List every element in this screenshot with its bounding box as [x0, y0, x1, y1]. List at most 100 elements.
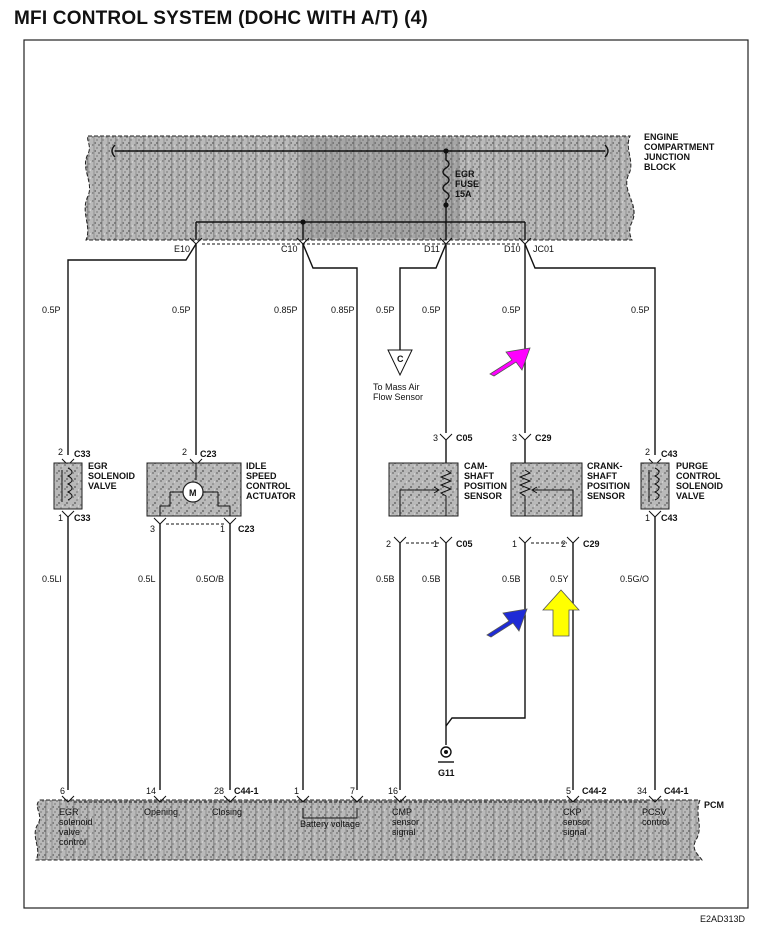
- pcm-signal-ckp-2: sensor: [563, 817, 590, 827]
- pcm-signal-egr-3: valve: [59, 827, 80, 837]
- wire-battery-7: [302, 243, 358, 790]
- jb-label-line-3: JUNCTION: [644, 152, 690, 162]
- pcm-signal-egr-2: solenoid: [59, 817, 93, 827]
- junction-block-shade: [300, 138, 460, 238]
- wire-label-top-1: 0.5P: [42, 305, 61, 315]
- ground-g11: G11: [438, 746, 455, 778]
- isc-pin-right: 1: [220, 524, 225, 534]
- ckp-wiper-arrow: [531, 486, 538, 494]
- egr-pin-top: 2: [58, 447, 63, 457]
- cmp-pin-right: 1: [433, 539, 438, 549]
- wire-label-bottom-2: 0.5L: [138, 574, 156, 584]
- egr-pin-bottom: 1: [58, 513, 63, 523]
- wire-label-bottom-6: 0.5B: [502, 574, 521, 584]
- cmp-label-line-2: SHAFT: [464, 471, 494, 481]
- fuse-junction-dot: [443, 202, 449, 208]
- cmp-label-line-4: SENSOR: [464, 491, 503, 501]
- ckp-chevron-right: [566, 536, 580, 544]
- wire-label-top-7: 0.5P: [502, 305, 521, 315]
- cmp-conn-bottom: C05: [456, 539, 473, 549]
- idle-speed-control-actuator: 2 C23 M 3 1 C23 IDLE SPEED CONTROL ACTUA…: [146, 447, 296, 534]
- diagram-border: [23, 39, 749, 909]
- egr-label-line-2: SOLENOID: [88, 471, 136, 481]
- wire-label-bottom-1: 0.5Ll: [42, 574, 62, 584]
- bottom-wires: 0.5Ll 0.5L 0.5O/B 0.5B 0.5B 0.5B 0.5Y 0.…: [42, 517, 656, 790]
- pcm-chevron-1: [296, 795, 310, 803]
- pcsv-coil-icon: [653, 467, 660, 501]
- ckp-label-line-1: CRANK-: [587, 461, 623, 471]
- pcm-block: PCM 6 14 28 C44-1 1 7 16 5 C44-2 34 C44-…: [34, 786, 724, 861]
- cmp-label-line-1: CAM-: [464, 461, 488, 471]
- pcm-shape: [34, 799, 703, 861]
- egr-conn-top: C33: [74, 449, 91, 459]
- wire-label-top-3: 0.85P: [274, 305, 298, 315]
- pcm-pin-28: 28: [214, 786, 224, 796]
- connector-d10: D10: [504, 244, 521, 254]
- pcm-conn-c44-1-right: C44-1: [664, 786, 689, 796]
- cmp-resistor-icon: [439, 469, 453, 516]
- wire-maf-feed: [399, 243, 447, 350]
- isc-label-line-1: IDLE: [246, 461, 267, 471]
- pcsv-label-line-3: SOLENOID: [676, 481, 724, 491]
- ckp-pin-right: 2: [561, 539, 566, 549]
- document-code: E2AD313D: [700, 914, 746, 924]
- wire-label-top-8: 0.5P: [631, 305, 650, 315]
- egr-fuse: [442, 151, 450, 230]
- isc-pin-top: 2: [182, 447, 187, 457]
- pcm-chevron-6: [61, 795, 75, 803]
- pcsv-label-line-2: CONTROL: [676, 471, 721, 481]
- ckp-label-line-4: SENSOR: [587, 491, 626, 501]
- pcsv-label-line-4: VALVE: [676, 491, 705, 501]
- pcm-chevron-5: [566, 795, 580, 803]
- wire-label-top-4: 0.85P: [331, 305, 355, 315]
- ground-label: G11: [438, 768, 455, 778]
- isc-label-line-3: CONTROL: [246, 481, 291, 491]
- pcm-chevron-34: [648, 795, 662, 803]
- wire-egr-feed: [67, 243, 197, 455]
- connector-jc01: JC01: [533, 244, 554, 254]
- wire-label-top-6: 0.5P: [422, 305, 441, 315]
- wire-label-bottom-4: 0.5B: [376, 574, 395, 584]
- pcsv-body: [640, 462, 670, 510]
- pcm-pin-5: 5: [566, 786, 571, 796]
- isc-pin-left: 3: [150, 524, 155, 534]
- ckp-chevron-left: [518, 536, 532, 544]
- ckp-conn-top: C29: [535, 433, 552, 443]
- isc-conn-bottom: C23: [238, 524, 255, 534]
- pcm-pin-34: 34: [637, 786, 647, 796]
- offpage-letter: C: [397, 354, 404, 364]
- offpage-label-line-2: Flow Sensor: [373, 392, 423, 402]
- ckp-conn-bottom: C29: [583, 539, 600, 549]
- pcm-conn-c44-2: C44-2: [582, 786, 607, 796]
- camshaft-position-sensor: 3 C05 2 1 C05 CAM- SHAFT POSITION SENSOR: [386, 433, 507, 549]
- cmp-pin-top: 3: [433, 433, 438, 443]
- ckp-label-line-3: POSITION: [587, 481, 630, 491]
- wire-label-bottom-7: 0.5Y: [550, 574, 569, 584]
- egr-label-line-1: EGR: [88, 461, 108, 471]
- pcm-conn-c44-1-left: C44-1: [234, 786, 259, 796]
- isc-internal-leads: [159, 491, 231, 516]
- pcm-signal-egr-1: EGR: [59, 807, 79, 817]
- crankshaft-position-sensor: 3 C29 1 2 C29 CRANK- SHAFT POSITION SENS…: [510, 433, 630, 549]
- junction-block: EGR FUSE 15A ENGINE COMPARTMENT JUNCTION…: [84, 132, 715, 241]
- pcm-label: PCM: [704, 800, 724, 810]
- ckp-pin-left: 1: [512, 539, 517, 549]
- junction-block-shape: [84, 135, 635, 241]
- pcm-signal-egr-4: control: [59, 837, 86, 847]
- cmp-pin-left: 2: [386, 539, 391, 549]
- yellow-arrow-icon: [542, 589, 580, 637]
- offpage-triangle: [387, 349, 413, 377]
- egr-body: [53, 462, 83, 510]
- wire-label-bottom-3: 0.5O/B: [196, 574, 224, 584]
- pcm-signal-opening: Opening: [144, 807, 178, 817]
- jb-label-line-4: BLOCK: [644, 162, 676, 172]
- purge-control-solenoid-valve: 2 C43 1 C43 PURGE CONTROL SOLENOID VALVE: [640, 447, 724, 523]
- ckp-pin-top: 3: [512, 433, 517, 443]
- jb-label-line-2: COMPARTMENT: [644, 142, 715, 152]
- pcsv-label-line-1: PURGE: [676, 461, 708, 471]
- pcm-signal-closing: Closing: [212, 807, 242, 817]
- fuse-label-line-1: EGR: [455, 169, 475, 179]
- pcm-signal-pcsv-1: PCSV: [642, 807, 667, 817]
- wire-label-bottom-8: 0.5G/O: [620, 574, 649, 584]
